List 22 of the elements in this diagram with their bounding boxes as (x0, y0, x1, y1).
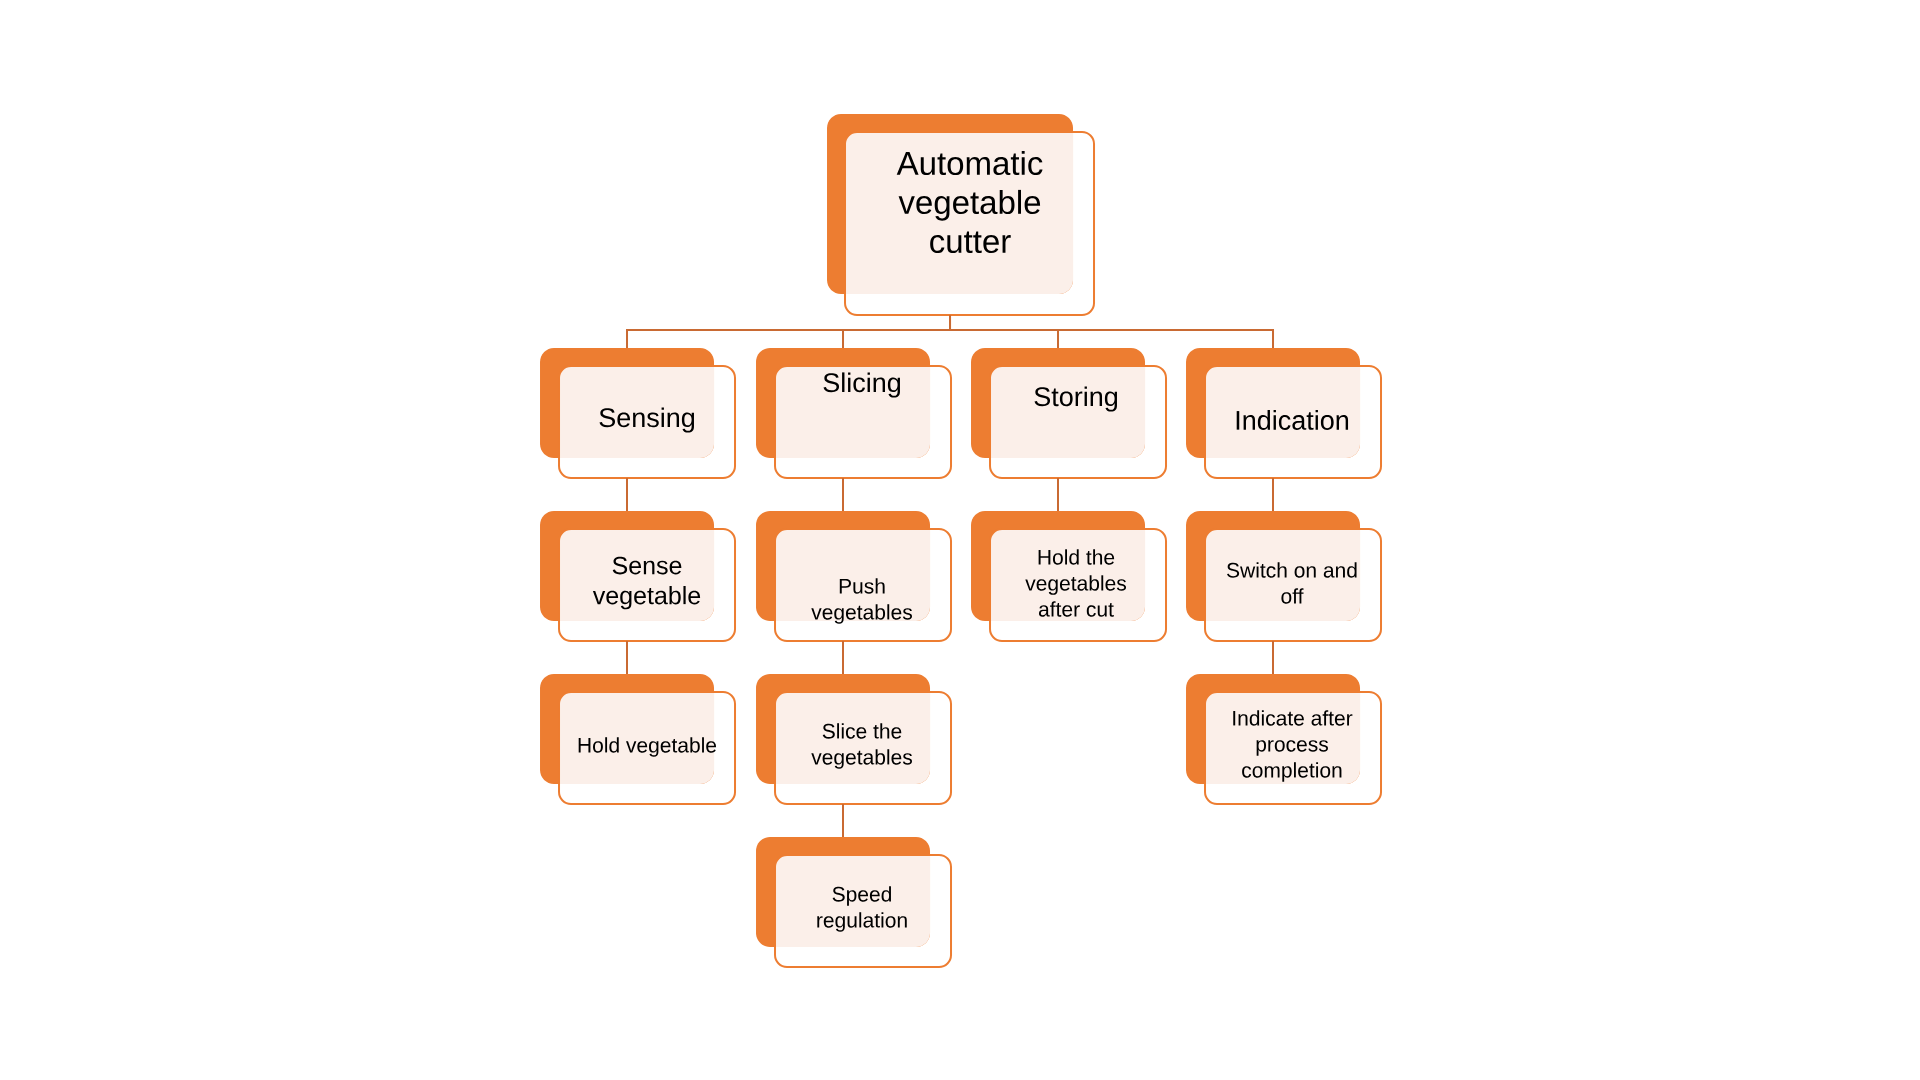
connector-line (1272, 640, 1274, 675)
connector-line (842, 803, 844, 838)
connector-line (626, 477, 628, 512)
org-chart-box: Slice the vegetables (756, 674, 952, 805)
connector-line (1057, 477, 1059, 512)
org-chart-box: Hold the vegetables after cut (971, 511, 1167, 642)
connector-line (842, 640, 844, 675)
connector-line (949, 314, 1274, 349)
org-chart-box: Sense vegetable (540, 511, 736, 642)
org-chart-box: Automatic vegetable cutter (827, 114, 1095, 316)
org-chart-box: Indicate after process completion (1186, 674, 1382, 805)
org-chart-box: Sensing (540, 348, 736, 479)
connector-line (1272, 477, 1274, 512)
org-chart-box: Storing (971, 348, 1167, 479)
org-chart-box: Push vegetables (756, 511, 952, 642)
org-chart-box: Indication (1186, 348, 1382, 479)
org-chart-box: Slicing (756, 348, 952, 479)
org-chart-box: Speed regulation (756, 837, 952, 968)
connector-line (626, 640, 628, 675)
org-chart-box: Switch on and off (1186, 511, 1382, 642)
org-chart-box: Hold vegetable (540, 674, 736, 805)
connector-line (842, 477, 844, 512)
